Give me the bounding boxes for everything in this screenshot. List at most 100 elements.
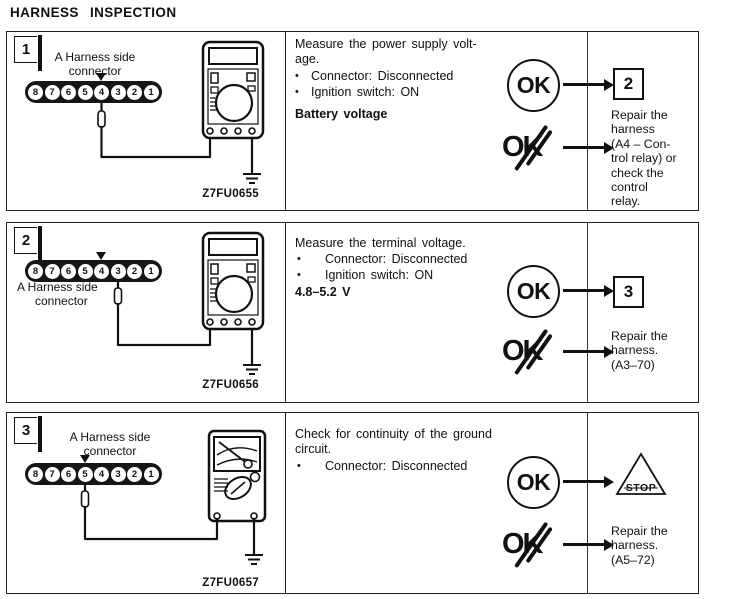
connector-pin: 3 bbox=[110, 84, 126, 100]
probe-pointer-icon bbox=[96, 252, 106, 260]
column-divider bbox=[587, 223, 588, 402]
ground-icon bbox=[244, 554, 264, 565]
connector-pin: 5 bbox=[77, 84, 93, 100]
arrow-icon bbox=[563, 538, 614, 551]
instruction-cell: Measure the terminal voltage. •Connector… bbox=[295, 223, 495, 402]
bullet-icon: • bbox=[297, 460, 301, 472]
connector-pin: 6 bbox=[61, 84, 76, 100]
connector-pin: 8 bbox=[28, 84, 43, 100]
not-ok-icon: OK bbox=[502, 328, 562, 375]
expected-value: Battery voltage bbox=[295, 107, 388, 121]
column-divider bbox=[587, 413, 588, 593]
analog-multimeter-icon bbox=[207, 429, 267, 523]
condition-item: •Ignition switch: ON bbox=[297, 267, 434, 282]
digital-multimeter-icon bbox=[201, 40, 265, 140]
condition-list: •Connector: Disconnected bbox=[295, 459, 467, 475]
step-number-badge: 2 bbox=[14, 226, 42, 262]
instruction-text: Measure the power supply volt- age. bbox=[295, 37, 477, 66]
connector-pin: 2 bbox=[127, 263, 142, 279]
ok-icon: OK bbox=[507, 456, 560, 509]
connector-pin: 3 bbox=[110, 263, 126, 279]
condition-item: •Ignition switch: ON bbox=[295, 84, 420, 99]
stop-icon: STOP bbox=[615, 451, 667, 502]
goto-step-box: 2 bbox=[613, 68, 644, 100]
probe-pointer-icon bbox=[79, 455, 90, 463]
connector-pin: 2 bbox=[127, 466, 142, 482]
connector-pin: 4 bbox=[94, 84, 109, 100]
test-probe bbox=[80, 490, 90, 508]
probe-pointer-icon bbox=[96, 73, 106, 81]
repair-instruction: Repair the harness. (A3–70) bbox=[611, 329, 668, 372]
connector-label: A Harness side connector bbox=[54, 50, 136, 78]
instruction-cell: Measure the power supply volt- age. •Con… bbox=[295, 32, 495, 210]
condition-item: •Connector: Disconnected bbox=[297, 252, 468, 266]
stop-label: STOP bbox=[626, 482, 656, 494]
bullet-icon: • bbox=[297, 268, 301, 281]
not-ok-icon: OK bbox=[502, 124, 562, 171]
probe-lead-wire bbox=[83, 505, 219, 541]
arrow-icon bbox=[563, 284, 614, 297]
condition-list: •Connector: Disconnected •Ignition switc… bbox=[295, 69, 453, 100]
arrow-icon bbox=[563, 78, 614, 91]
arrow-icon bbox=[563, 345, 614, 358]
ok-icon: OK bbox=[507, 265, 560, 318]
arrow-icon bbox=[563, 475, 614, 488]
instruction-text: Check for continuity of the ground circu… bbox=[295, 427, 492, 456]
not-ok-icon: OK bbox=[502, 521, 562, 568]
ground-icon bbox=[242, 173, 262, 184]
ok-icon: OK bbox=[507, 59, 560, 112]
bullet-icon: • bbox=[295, 70, 299, 82]
instruction-cell: Check for continuity of the ground circu… bbox=[295, 413, 495, 593]
repair-instruction: Repair the harness (A4 – Con- trol relay… bbox=[611, 108, 677, 209]
expected-value: 4.8–5.2 V bbox=[295, 285, 351, 299]
wiring-drawing bbox=[80, 429, 267, 565]
connector-pin: 7 bbox=[44, 84, 60, 100]
arrow-icon bbox=[563, 141, 614, 154]
condition-item: •Connector: Disconnected bbox=[297, 459, 468, 473]
connector-pin: 1 bbox=[143, 466, 159, 482]
step-number: 3 bbox=[21, 422, 31, 439]
connector-pin: 7 bbox=[44, 263, 60, 279]
connector-pin: 4 bbox=[94, 466, 109, 482]
digital-multimeter-icon bbox=[201, 231, 265, 331]
connector-pin: 7 bbox=[44, 466, 60, 482]
test-probe bbox=[113, 287, 123, 305]
connector-pin: 5 bbox=[77, 263, 93, 279]
connector-label: A Harness side connector bbox=[69, 430, 151, 458]
figure-code: Z7FU0656 bbox=[202, 379, 259, 391]
probe-lead-wire bbox=[100, 125, 212, 159]
connector-pin: 4 bbox=[94, 263, 109, 279]
connector-pin: 3 bbox=[110, 466, 126, 482]
probe-lead-wire bbox=[116, 302, 212, 347]
step-number: 1 bbox=[21, 41, 31, 58]
connector-pin: 6 bbox=[61, 466, 76, 482]
connector-pin: 8 bbox=[28, 466, 43, 482]
step-number-badge: 1 bbox=[14, 35, 42, 71]
test-probe bbox=[97, 110, 106, 128]
connector-pin: 2 bbox=[127, 84, 142, 100]
connector-label: A Harness side connector bbox=[17, 280, 98, 308]
connector-pin: 6 bbox=[61, 263, 76, 279]
instruction-text: Measure the terminal voltage. bbox=[295, 236, 466, 250]
wiring-drawing bbox=[97, 40, 265, 184]
column-divider bbox=[587, 32, 588, 210]
figure-code: Z7FU0657 bbox=[202, 577, 259, 589]
step-number-badge: 3 bbox=[14, 416, 42, 452]
figure-code: Z7FU0655 bbox=[202, 188, 259, 200]
wiring-drawing bbox=[113, 231, 265, 375]
ground-icon bbox=[242, 364, 262, 375]
connector-pin: 1 bbox=[143, 84, 159, 100]
connector-pin: 1 bbox=[143, 263, 159, 279]
page-title: HARNESS INSPECTION bbox=[10, 5, 177, 20]
connector-pin: 5 bbox=[77, 466, 93, 482]
connector-pin: 8 bbox=[28, 263, 43, 279]
repair-instruction: Repair the harness. (A5–72) bbox=[611, 524, 668, 567]
goto-step-box: 3 bbox=[613, 276, 644, 308]
